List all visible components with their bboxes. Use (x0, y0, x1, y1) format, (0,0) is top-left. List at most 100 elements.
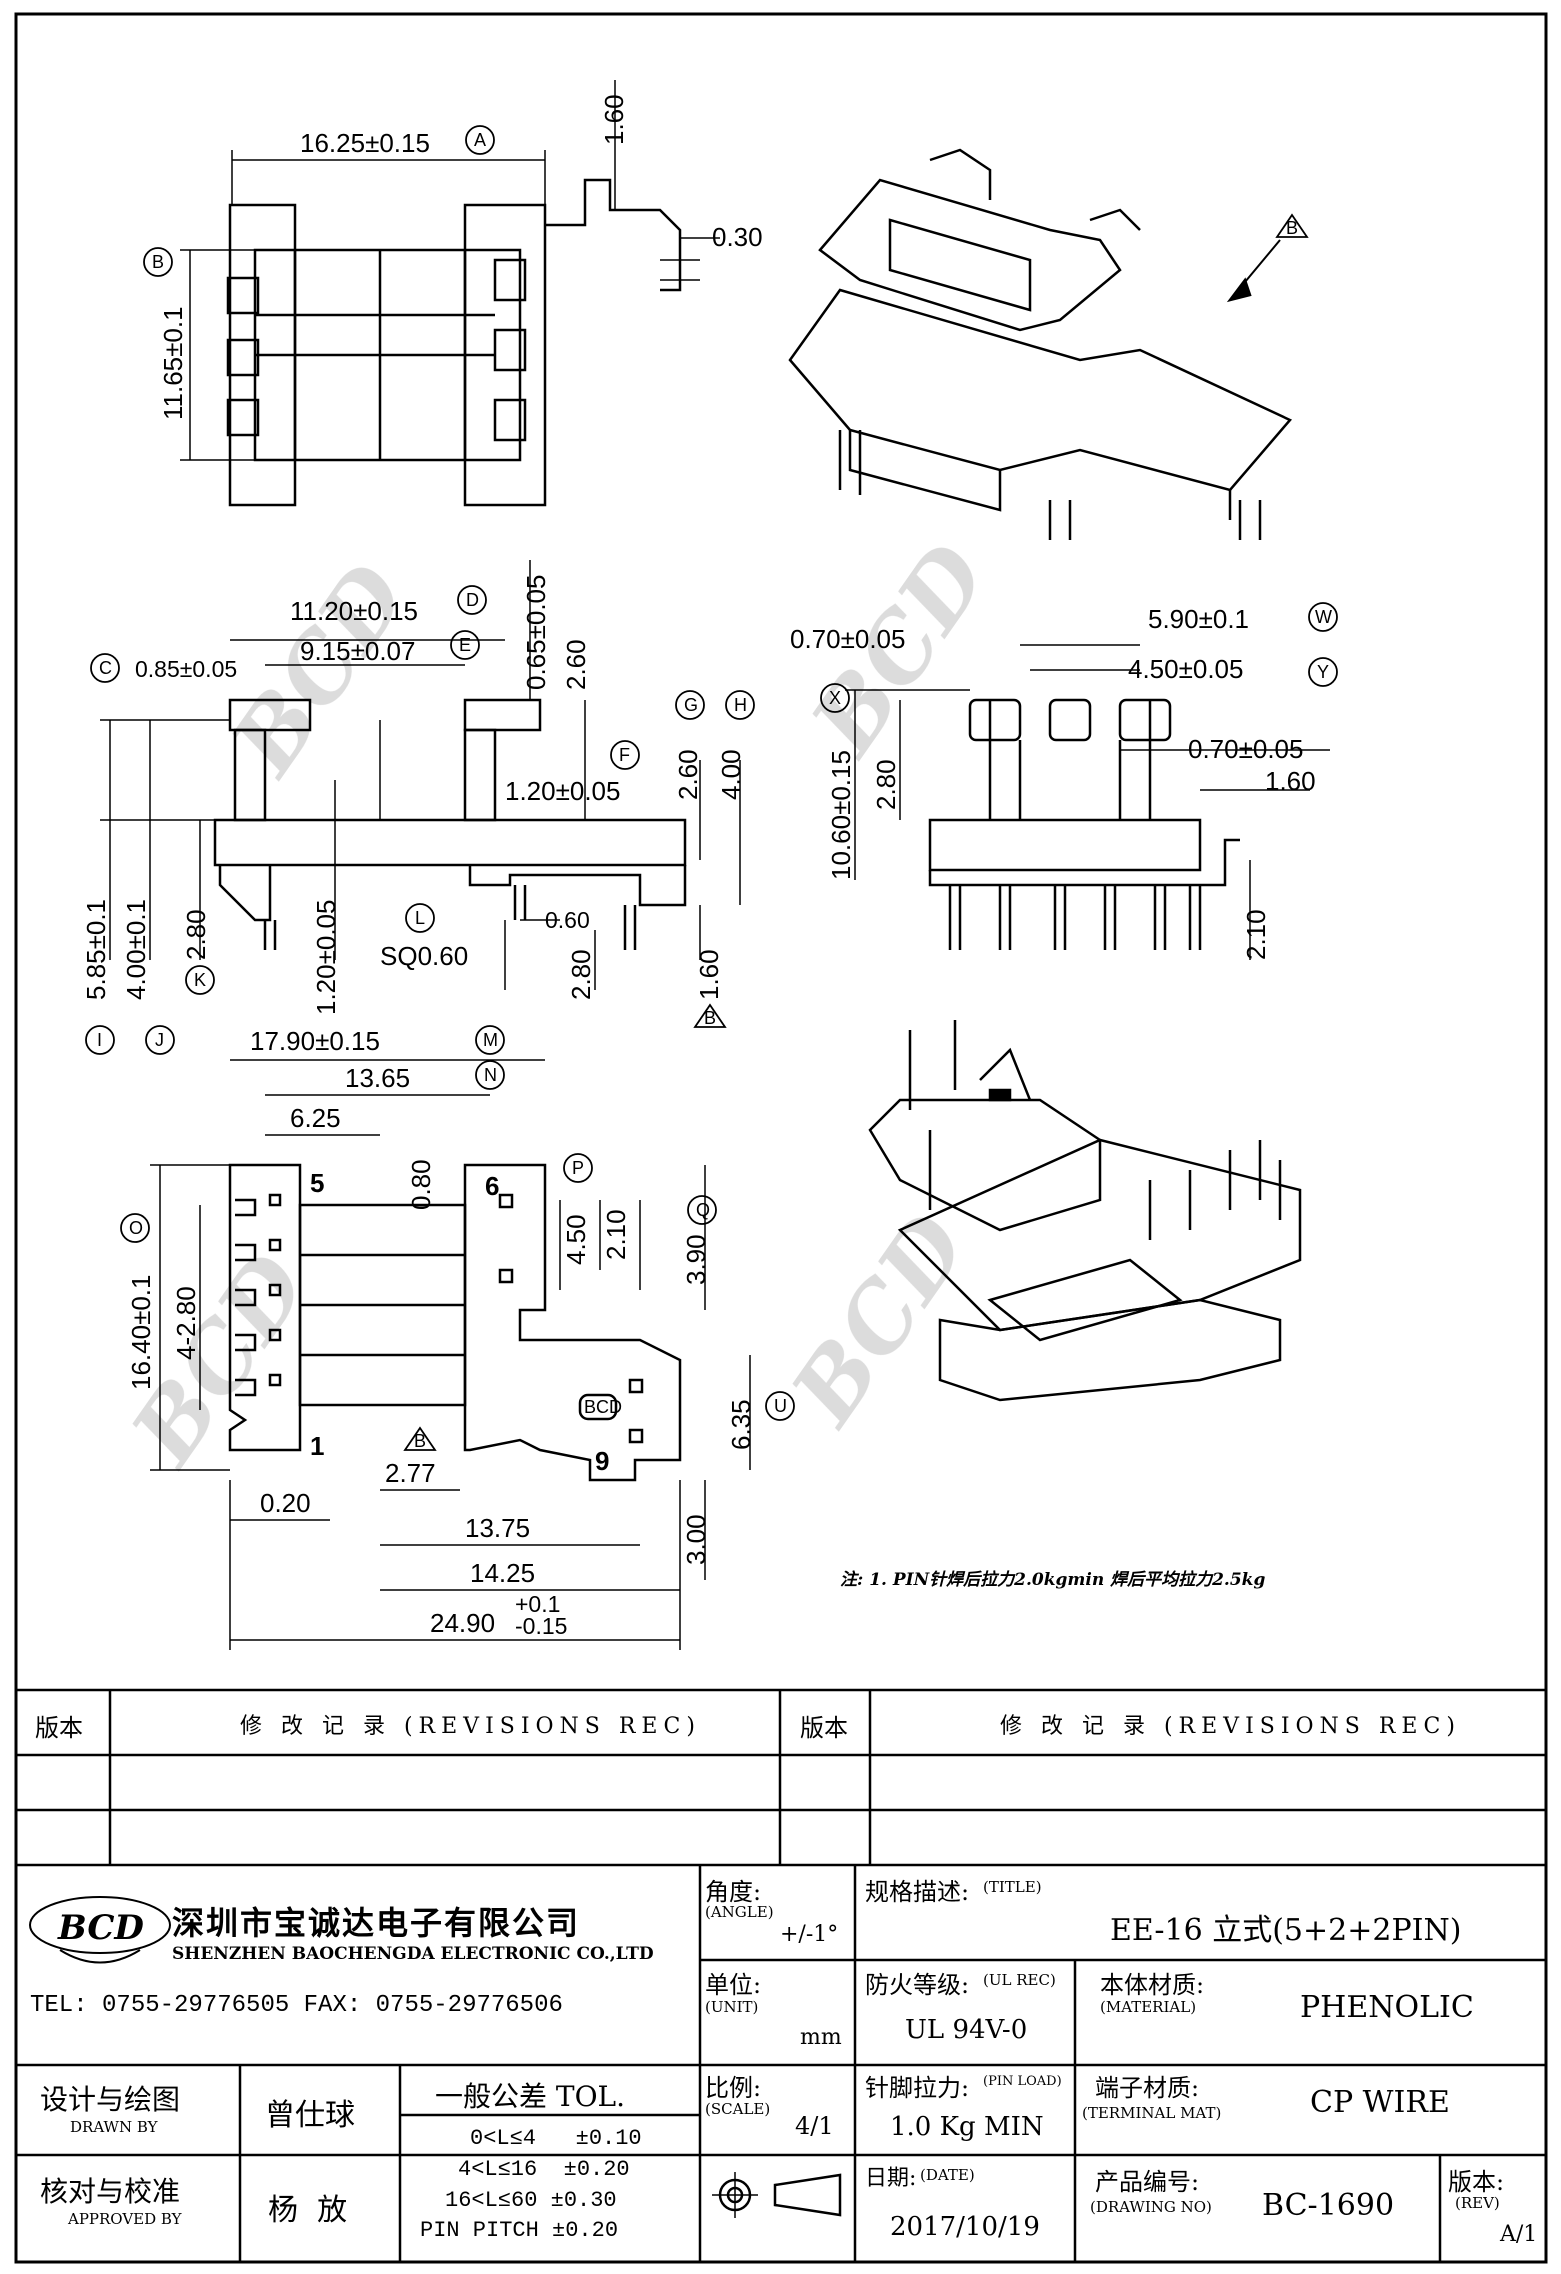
dim-10-60: 10.60±0.15 (826, 750, 856, 880)
title-block (16, 1688, 1546, 2262)
side-view (845, 644, 1330, 960)
tolerance-row: PIN PITCH ±0.20 (420, 2218, 619, 2243)
bubble-l: L (415, 908, 425, 928)
bubble-d: D (466, 590, 479, 610)
dim-2-80-front: 2.80 (566, 949, 596, 1000)
bubble-x: X (829, 688, 841, 708)
bubble-e: E (459, 635, 471, 655)
dim-0-85: 0.85±0.05 (135, 656, 237, 682)
bottom-view (150, 1059, 751, 1650)
dim-1-20-front: 1.20±0.05 (505, 776, 620, 806)
dim-5-85: 5.85±0.1 (81, 899, 111, 1000)
bubble-n: N (484, 1065, 497, 1085)
sheet-border (14, 12, 1548, 2264)
title-value: EE-16 立式(5+2+2PIN) (1110, 1913, 1462, 1948)
dim-2-77: 2.77 (385, 1458, 436, 1488)
iso-view-top (788, 148, 1293, 540)
dim-6-35: 6.35 (726, 1399, 756, 1450)
unit-label: 单位: (705, 1971, 762, 1999)
title-label: 规格描述: (865, 1878, 970, 1906)
iso-view-bottom (868, 1020, 1302, 1402)
date-en: (DATE) (920, 2166, 975, 2184)
bubble-q: Q (696, 1200, 710, 1220)
material-value: PHENOLIC (1300, 1990, 1474, 2025)
dim-14-25: 14.25 (470, 1558, 535, 1588)
material-en: (MATERIAL) (1100, 1998, 1197, 2016)
pin-load-value: 1.0 Kg MIN (890, 2112, 1044, 2142)
bubble-p: P (572, 1158, 584, 1178)
svg-text:BCD: BCD (769, 1196, 988, 1446)
bubble-h: H (734, 695, 747, 715)
bubble-j: J (155, 1030, 164, 1050)
pin-9-label: 9 (595, 1446, 609, 1476)
bubble-b-bottom: B (414, 1431, 426, 1451)
rev-label: 版本: (1448, 2168, 1505, 2196)
dim-1-20-bottom: 1.20±0.05 (311, 900, 341, 1015)
dim-17-90: 17.90±0.15 (250, 1026, 380, 1056)
dim-13-75: 13.75 (465, 1513, 530, 1543)
dim-24-90-tol-minus: -0.15 (515, 1613, 567, 1639)
bubble-b-iso: B (1286, 218, 1298, 238)
dim-9-15: 9.15±0.07 (300, 636, 415, 666)
rev-right-head: 版本 (800, 1714, 848, 1742)
dim-0-80: 0.80 (406, 1159, 436, 1210)
dim-24-90: 24.90 (430, 1608, 495, 1638)
unit-value: mm (800, 2025, 842, 2050)
dim-1-60-front: 1.60 (694, 949, 724, 1000)
material-label: 本体材质: (1100, 1971, 1205, 1999)
bubble-b-top: B (152, 252, 164, 272)
drawn-label: 设计与绘图 (40, 2083, 181, 2116)
dim-5-90: 5.90±0.1 (1148, 604, 1249, 634)
dim-3-90: 3.90 (681, 1234, 711, 1285)
dim-4-00-front: 4.00 (716, 749, 746, 800)
tolerance-row: 16<L≤60 ±0.30 (445, 2188, 617, 2213)
pin-6-label: 6 (485, 1171, 499, 1201)
ul-label: 防火等级: (865, 1971, 970, 1999)
dim-2-80-side: 2.80 (871, 759, 901, 810)
rev-en: (REV) (1455, 2194, 1500, 2212)
date-value: 2017/10/19 (890, 2212, 1040, 2242)
company-logo (29, 1896, 171, 1964)
title-en: (TITLE) (983, 1878, 1042, 1896)
bubble-o: O (129, 1218, 143, 1238)
rev-value: A/1 (1500, 2222, 1538, 2247)
approved-en: APPROVED BY (68, 2210, 182, 2228)
dim-4-2-80: 4-2.80 (171, 1286, 201, 1360)
dim-0-60: 0.60 (545, 907, 590, 933)
rev-left-title: 修 改 记 录 (REVISIONS REC) (240, 1714, 701, 1739)
front-view (100, 560, 741, 990)
angle-label: 角度: (705, 1878, 762, 1906)
company-contact: TEL: 0755-29776505 FAX: 0755-29776506 (30, 1992, 563, 2019)
terminal-label: 端子材质: (1095, 2074, 1200, 2102)
dim-16-25: 16.25±0.15 (300, 128, 430, 158)
dim-11-20: 11.20±0.15 (290, 596, 418, 626)
bubble-a: A (474, 130, 486, 150)
dim-4-50-side: 4.50±0.05 (1128, 654, 1243, 684)
terminal-value: CP WIRE (1310, 2085, 1450, 2120)
dim-2-10-side: 2.10 (1241, 909, 1271, 960)
bubble-b-front: B (704, 1008, 716, 1028)
dim-2-60-front-b: 2.60 (673, 749, 703, 800)
drawing-no-value: BC-1690 (1262, 2188, 1395, 2223)
bubble-y: Y (1317, 662, 1329, 682)
scale-value: 4/1 (795, 2112, 834, 2140)
tolerance-row: 4<L≤16 ±0.20 (458, 2157, 630, 2182)
bubble-f: F (619, 745, 630, 765)
bubble-u: U (774, 1396, 787, 1416)
dim-2-10-bottom: 2.10 (601, 1209, 631, 1260)
dim-13-65: 13.65 (345, 1063, 410, 1093)
drawn-en: DRAWN BY (70, 2118, 158, 2136)
dim-16-40: 16.40±0.1 (126, 1275, 156, 1390)
bubble-m: M (483, 1030, 498, 1050)
dim-11-65: 11.65±0.1 (158, 306, 188, 420)
scale-en: (SCALE) (705, 2100, 771, 2118)
pin-1-label: 1 (310, 1431, 324, 1461)
dim-2-60-front-a: 2.60 (561, 639, 591, 690)
company-logo-text: BCD (58, 1908, 144, 1948)
dim-6-25: 6.25 (290, 1103, 341, 1133)
company-name-cn: 深圳市宝诚达电子有限公司 (172, 1904, 581, 1942)
drawing-no-en: (DRAWING NO) (1090, 2198, 1212, 2216)
tolerance-row: 0<L≤4 ±0.10 (470, 2126, 642, 2151)
date-label: 日期: (865, 2166, 917, 2191)
unit-en: (UNIT) (705, 1998, 759, 2016)
